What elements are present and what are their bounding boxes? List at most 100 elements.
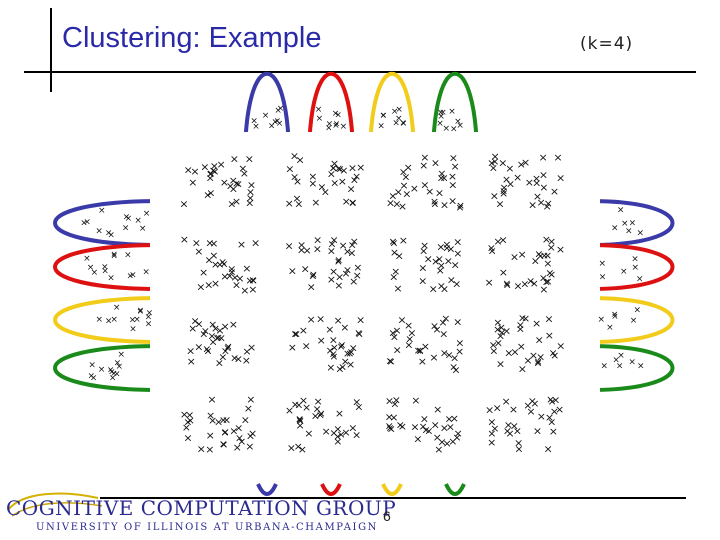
data-point: × (411, 394, 420, 407)
data-point: × (208, 318, 217, 331)
data-point: × (430, 195, 439, 208)
data-point: × (504, 419, 513, 432)
data-point: × (229, 174, 238, 187)
data-point: × (429, 351, 438, 364)
data-point: × (184, 164, 193, 177)
data-point: × (302, 339, 311, 352)
data-point: × (338, 239, 347, 252)
data-point: × (227, 265, 236, 278)
title-horizontal-rule (24, 71, 696, 73)
data-point: × (299, 394, 308, 407)
data-point: × (443, 124, 451, 134)
data-point: × (338, 175, 347, 188)
data-point: × (329, 350, 338, 363)
data-point: × (353, 261, 362, 274)
data-point: × (437, 259, 446, 272)
data-point: × (380, 111, 388, 121)
data-point: × (143, 209, 151, 219)
data-point: × (444, 348, 453, 361)
data-point: × (437, 280, 446, 293)
data-point: × (329, 162, 338, 175)
data-point: × (350, 235, 359, 248)
data-point: × (295, 419, 304, 432)
data-point: × (317, 334, 326, 347)
data-point: × (187, 355, 196, 368)
data-point: × (338, 360, 347, 373)
row-cluster-arc-right-2 (589, 243, 675, 291)
data-point: × (503, 278, 512, 291)
logo-swoosh-icon (7, 492, 103, 517)
data-point: × (502, 324, 511, 337)
data-point: × (87, 263, 95, 273)
data-point: × (329, 348, 338, 361)
data-point: × (206, 167, 215, 180)
data-point: × (348, 197, 357, 210)
data-point: × (194, 245, 203, 258)
data-point: × (449, 151, 458, 164)
data-point: × (424, 425, 433, 438)
data-point: × (343, 245, 352, 258)
data-point: × (390, 246, 399, 259)
data-point: × (487, 427, 496, 440)
data-point: × (485, 404, 494, 417)
logo-line-1: COGNITIVE COMPUTATION GROUP (6, 496, 397, 520)
data-point: × (432, 323, 441, 336)
data-point: × (418, 275, 427, 288)
data-point: × (232, 195, 241, 208)
data-point: × (399, 166, 408, 179)
data-point: × (505, 427, 514, 440)
data-point: × (116, 362, 124, 372)
data-point: × (208, 335, 217, 348)
data-point: × (207, 393, 216, 406)
data-point: × (487, 416, 496, 429)
data-point: × (385, 395, 394, 408)
data-point: × (529, 349, 538, 362)
data-point: × (340, 321, 349, 334)
data-point: × (404, 339, 413, 352)
data-point: × (124, 251, 132, 261)
data-point: × (230, 352, 239, 365)
data-point: × (248, 283, 257, 296)
data-point: × (326, 119, 334, 129)
data-point: × (179, 197, 188, 210)
title-vertical-rule (50, 8, 52, 92)
data-point: × (634, 305, 642, 315)
data-point: × (346, 358, 355, 371)
data-point: × (388, 326, 397, 339)
data-point: × (205, 443, 214, 456)
data-point: × (83, 217, 91, 227)
data-point: × (510, 419, 519, 432)
data-point: × (316, 313, 325, 326)
data-point: × (194, 341, 203, 354)
data-point: × (325, 323, 334, 336)
row-cluster-arc-left-1 (53, 199, 161, 247)
data-point: × (385, 419, 394, 432)
data-point: × (398, 200, 407, 213)
data-point: × (127, 272, 135, 282)
data-point: × (413, 433, 422, 446)
data-point: × (327, 168, 336, 181)
data-point: × (526, 275, 535, 288)
data-point: × (546, 393, 555, 406)
data-point: × (632, 263, 640, 273)
data-point: × (517, 158, 526, 171)
data-point: × (235, 431, 244, 444)
data-point: × (337, 338, 346, 351)
data-point: × (490, 150, 499, 163)
data-point: × (241, 414, 250, 427)
data-point: × (309, 268, 318, 281)
data-point: × (185, 408, 194, 421)
data-point: × (394, 185, 403, 198)
data-point: × (521, 312, 530, 325)
data-point: × (547, 241, 556, 254)
data-point: × (509, 403, 518, 416)
data-point: × (490, 190, 499, 203)
data-point: × (306, 313, 315, 326)
data-point: × (496, 329, 505, 342)
row-cluster-arc-left-2 (53, 243, 161, 291)
data-point: × (493, 401, 502, 414)
data-point: × (311, 196, 320, 209)
data-point: × (329, 265, 338, 278)
data-point: × (444, 413, 453, 426)
data-point: × (304, 427, 313, 440)
